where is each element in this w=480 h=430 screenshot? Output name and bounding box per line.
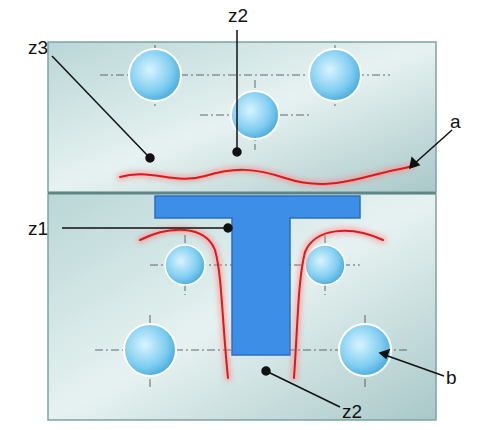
zone-label: a xyxy=(450,112,461,131)
leader-lines xyxy=(52,30,452,407)
zone-label: b xyxy=(446,368,457,387)
lower-plate xyxy=(48,194,436,420)
centre-lines xyxy=(95,45,410,390)
zone-label: z2 xyxy=(228,6,248,25)
zone-label: z2 xyxy=(342,402,362,421)
bolt-holes xyxy=(124,49,391,376)
upper-plate xyxy=(48,42,436,192)
zone-label: z3 xyxy=(28,38,48,57)
cracks xyxy=(120,166,412,378)
plate-seam xyxy=(48,192,436,194)
zone-label: z1 xyxy=(28,219,48,238)
t-section xyxy=(155,196,360,355)
